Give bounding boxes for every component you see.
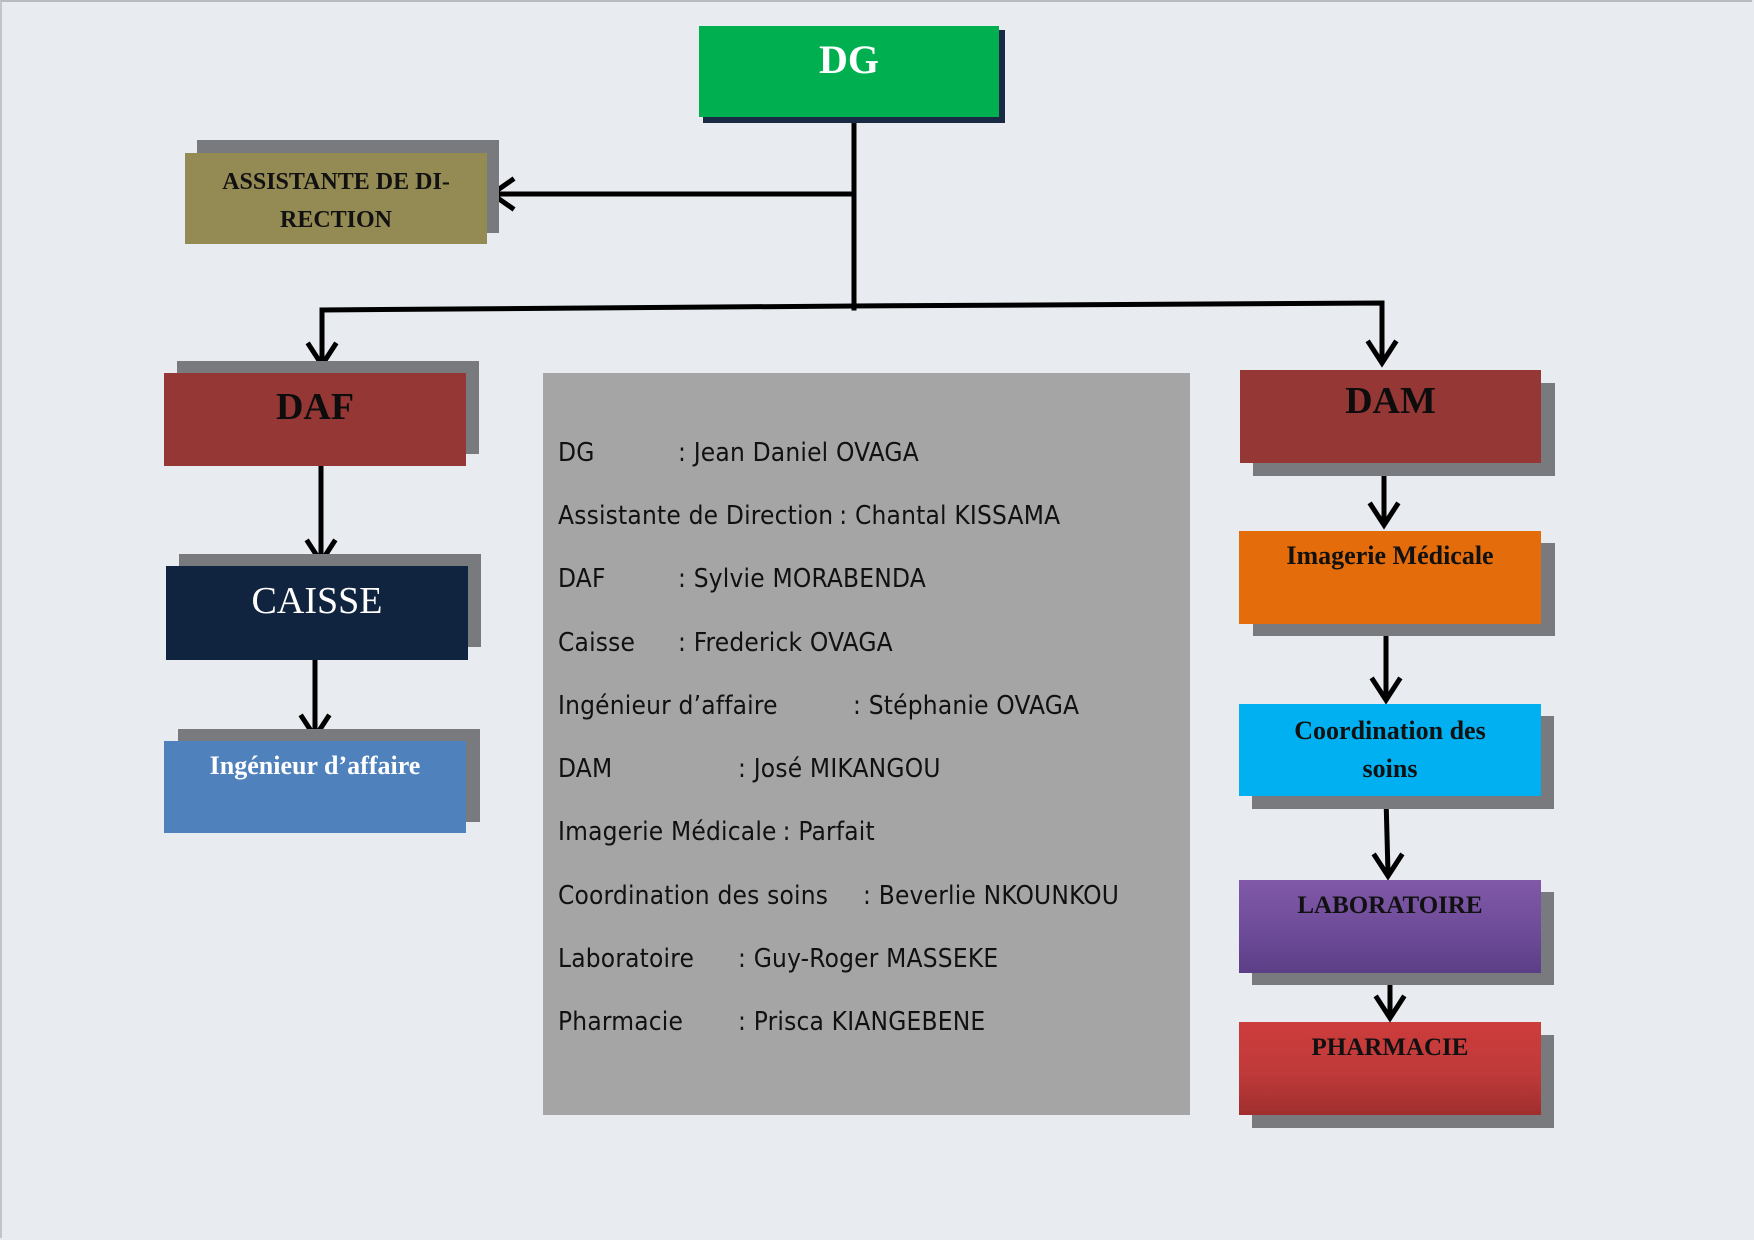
info-row-separator: : — [782, 817, 799, 847]
info-row-value: Sylvie MORABENDA — [693, 564, 926, 594]
node-pharmacie-label: PHARMACIE — [1311, 1034, 1469, 1061]
info-row-label: DG — [558, 438, 595, 468]
node-dg-label: DG — [819, 37, 879, 82]
node-dam[interactable]: DAM — [1240, 370, 1541, 463]
connector-bus-daf — [319, 303, 857, 365]
info-row-label: Assistante de Direction — [558, 501, 834, 531]
info-row: Ingénieur d’affaire: Stéphanie OVAGA — [558, 691, 1079, 721]
node-dg[interactable]: DG — [699, 26, 999, 117]
node-imagerie-label: Imagerie Médicale — [1286, 541, 1494, 570]
info-row-value: Frederick OVAGA — [693, 628, 893, 658]
info-row-separator: : — [863, 881, 879, 911]
node-caisse[interactable]: CAISSE — [166, 566, 468, 660]
arrowhead-dam — [1365, 339, 1399, 368]
info-row: Pharmacie: Prisca KIANGEBENE — [558, 1007, 985, 1037]
info-row-separator: : — [678, 438, 694, 468]
node-assistante-label-line2: RECTION — [279, 207, 393, 233]
info-row-label: Pharmacie — [558, 1007, 684, 1037]
info-row: Coordination des soins: Beverlie NKOUNKO… — [558, 881, 1119, 911]
info-row-separator: : — [738, 754, 754, 784]
info-row-value: Prisca KIANGEBENE — [753, 1007, 986, 1037]
info-row-value: Guy-Roger MASSEKE — [753, 944, 999, 974]
info-row-label: DAM — [558, 754, 613, 784]
info-row-label: Ingénieur d’affaire — [558, 691, 778, 721]
info-row-value: Parfait — [798, 817, 875, 847]
node-assistante[interactable]: ASSISTANTE DE DI- RECTION — [185, 153, 487, 244]
node-dam-label: DAM — [1345, 380, 1436, 422]
connector-bus-dam — [851, 300, 1385, 364]
info-row-separator: : — [738, 1007, 754, 1037]
node-daf-label: DAF — [275, 386, 355, 428]
info-row-value: Stéphanie OVAGA — [868, 691, 1080, 721]
info-row: DAM: José MIKANGOU — [558, 754, 941, 784]
node-coordination[interactable]: Coordination des soins — [1239, 704, 1541, 796]
info-row-label: DAF — [558, 564, 606, 594]
node-ingenieur-label: Ingénieur d’affaire — [209, 751, 421, 780]
info-row-label: Caisse — [558, 628, 636, 658]
connector-coordination-laboratoire — [1383, 795, 1391, 876]
arrowhead-laboratoire — [1371, 852, 1405, 881]
info-row: Laboratoire: Guy-Roger MASSEKE — [558, 944, 998, 974]
info-row-separator: : — [678, 564, 694, 594]
info-row-separator: : — [839, 501, 855, 531]
node-imagerie[interactable]: Imagerie Médicale — [1239, 531, 1541, 624]
node-laboratoire-label: LABORATOIRE — [1297, 892, 1483, 919]
info-row: DG: Jean Daniel OVAGA — [558, 438, 919, 468]
node-coordination-label-line2: soins — [1362, 754, 1418, 783]
info-row-separator: : — [853, 691, 869, 721]
info-row-label: Coordination des soins — [558, 881, 829, 911]
node-daf[interactable]: DAF — [164, 373, 466, 466]
info-row: Caisse: Frederick OVAGA — [558, 628, 893, 658]
node-laboratoire[interactable]: LABORATOIRE — [1239, 880, 1541, 973]
node-ingenieur[interactable]: Ingénieur d’affaire — [164, 741, 466, 833]
info-row-value: Beverlie NKOUNKOU — [878, 881, 1120, 911]
info-row: Assistante de Direction: Chantal KISSAMA — [558, 501, 1060, 531]
info-row-label: Laboratoire — [558, 944, 695, 974]
info-row-value: José MIKANGOU — [753, 754, 941, 784]
info-row: Imagerie Médicale: Parfait — [558, 817, 875, 847]
node-pharmacie[interactable]: PHARMACIE — [1239, 1022, 1541, 1115]
arrowhead-pharmacie — [1373, 994, 1407, 1023]
info-row-value: Jean Daniel OVAGA — [693, 438, 919, 468]
info-row-value: Chantal KISSAMA — [854, 501, 1061, 531]
info-row: DAF: Sylvie MORABENDA — [558, 564, 926, 594]
node-coordination-label-line1: Coordination des — [1294, 716, 1486, 745]
info-row-separator: : — [738, 944, 754, 974]
info-panel: DG: Jean Daniel OVAGA Assistante de Direc… — [543, 373, 1190, 1115]
info-row-separator: : — [678, 628, 694, 658]
info-row-label: Imagerie Médicale — [558, 817, 777, 847]
arrowhead-imagerie — [1367, 501, 1401, 530]
arrowhead-coordination — [1369, 676, 1403, 705]
node-assistante-label-line1: ASSISTANTE DE DI- — [222, 169, 450, 195]
node-caisse-label: CAISSE — [251, 580, 383, 622]
